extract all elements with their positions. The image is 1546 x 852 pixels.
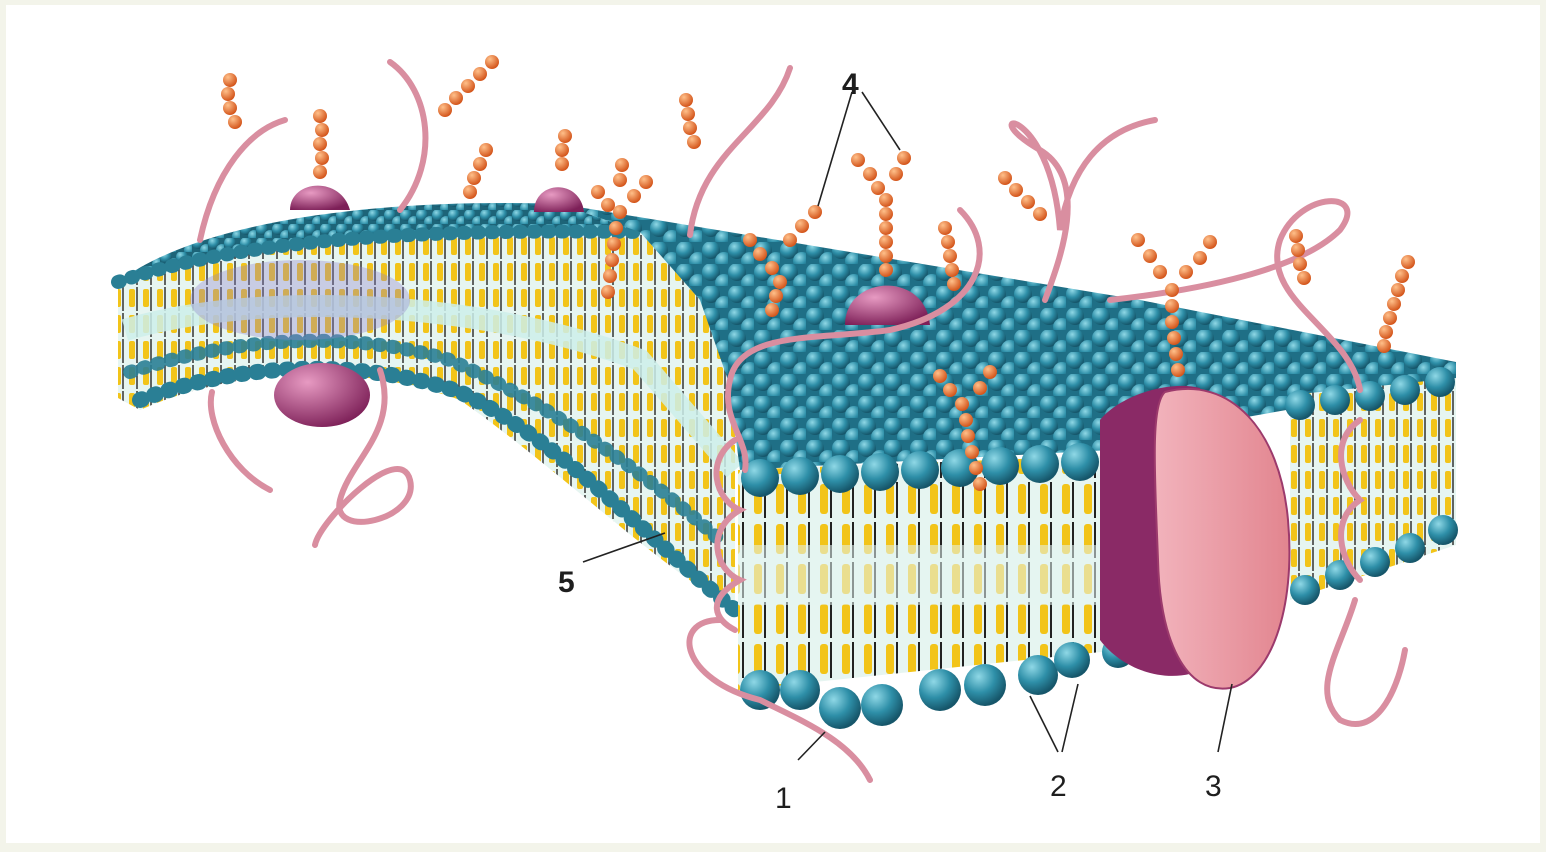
glycan-chain bbox=[221, 73, 242, 129]
glycan-chain bbox=[679, 93, 701, 149]
glycan-chain bbox=[313, 109, 329, 179]
label-2: 2 bbox=[1050, 770, 1067, 803]
glycan-chain bbox=[555, 129, 572, 171]
label-3: 3 bbox=[1205, 770, 1222, 803]
leader-line-2a bbox=[1030, 696, 1058, 752]
leader-line-2b bbox=[1062, 684, 1078, 752]
label-5: 5 bbox=[558, 566, 575, 599]
glycan-chain bbox=[438, 55, 499, 117]
glycan-chain bbox=[1377, 255, 1415, 353]
leader-line-4b bbox=[862, 92, 900, 150]
leader-line-1 bbox=[798, 732, 825, 760]
integral-protein bbox=[1100, 386, 1289, 689]
glycan-chain bbox=[998, 171, 1047, 221]
glycan-chain bbox=[463, 143, 493, 199]
leader-line-3 bbox=[1218, 684, 1232, 752]
label-1: 1 bbox=[775, 782, 792, 815]
leader-line-4a bbox=[818, 92, 852, 206]
label-4: 4 bbox=[842, 68, 859, 101]
